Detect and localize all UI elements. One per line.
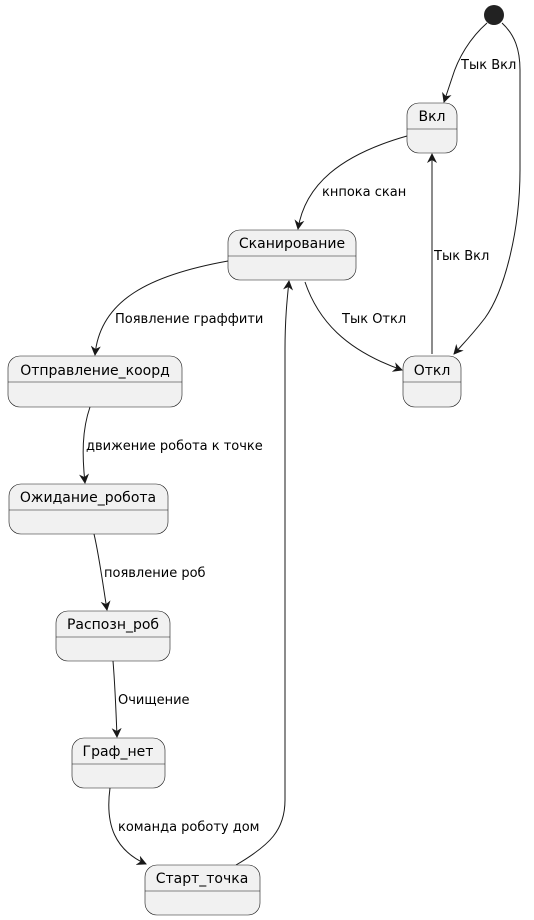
- state-scan: Сканирование: [227, 229, 357, 281]
- label-scan-to-send: Появление граффити: [115, 312, 263, 327]
- state-name: Вкл: [418, 109, 445, 125]
- state-name: Граф_нет: [83, 744, 154, 760]
- state-name: Распозн_роб: [67, 617, 159, 633]
- edge-send-to-wait: [79, 406, 91, 484]
- state-start: Старт_точка: [144, 864, 261, 916]
- state-name: Ожидание_робота: [20, 490, 156, 506]
- edge-init-to-otkl: [453, 22, 521, 355]
- state-graf: Граф_нет: [71, 737, 166, 789]
- edge-init-to-vkl: [442, 22, 488, 103]
- edge-recog-to-graf: [111, 660, 122, 738]
- label-wait-to-recog: появление роб: [104, 566, 206, 581]
- edge-start-to-scan: [235, 280, 294, 866]
- state-otkl: Откл: [402, 355, 462, 408]
- label-vkl-to-scan: кнпока скан: [322, 185, 406, 200]
- edge-vkl-to-scan: [294, 135, 408, 230]
- state-recog: Распозн_роб: [55, 610, 171, 662]
- label-send-to-wait: движение робота к точке: [86, 439, 263, 454]
- state-wait: Ожидание_робота: [8, 483, 169, 535]
- state-name: Старт_точка: [156, 871, 249, 887]
- edge-graf-to-start: [108, 787, 147, 865]
- edge-wait-to-recog: [93, 533, 111, 611]
- label-init-to-vkl: Тык Вкл: [460, 58, 516, 73]
- initial-state: [484, 5, 504, 25]
- label-recog-to-graf: Очищение: [118, 693, 190, 708]
- state-name: Отправление_коорд: [20, 363, 170, 379]
- edge-scan-to-send: [90, 260, 229, 356]
- label-graf-to-start: команда роботу дом: [118, 820, 260, 835]
- state-vkl: Вкл: [406, 102, 458, 154]
- state-name: Откл: [414, 363, 451, 379]
- state-send: Отправление_коорд: [7, 355, 183, 408]
- label-otkl-to-vkl: Тык Вкл: [433, 249, 489, 264]
- state-name: Сканирование: [239, 236, 345, 252]
- label-scan-to-otkl: Тык Откл: [341, 312, 406, 327]
- edge-scan-to-otkl: [304, 281, 403, 372]
